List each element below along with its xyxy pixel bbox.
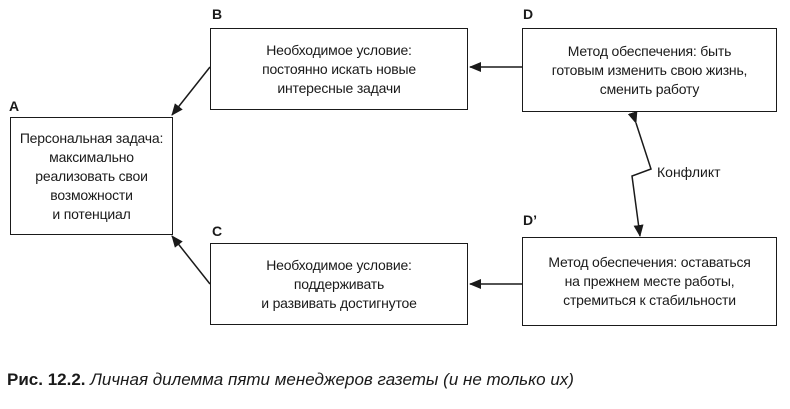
node-b-necessary-condition: Необходимое условие: постоянно искать но… <box>210 28 468 110</box>
node-c-text: Необходимое условие: поддерживать и разв… <box>261 256 417 311</box>
node-d-text: Метод обеспечения: быть готовым изменить… <box>551 42 748 97</box>
edge-b-to-a <box>171 66 211 116</box>
node-letter-b: B <box>212 6 223 22</box>
node-c-necessary-condition: Необходимое условие: поддерживать и разв… <box>210 243 468 325</box>
conflict-label: Конфликт <box>657 164 721 180</box>
node-a-text: Персональная задача: максимально реализо… <box>19 129 164 222</box>
node-letter-a: A <box>9 98 20 114</box>
edge-c-to-a <box>171 235 211 285</box>
figure-caption: Рис. 12.2. Личная дилемма пяти менеджеро… <box>7 370 574 390</box>
node-a-personal-goal: Персональная задача: максимально реализо… <box>10 117 173 235</box>
conflict-arrow <box>627 110 652 237</box>
figure-caption-text: Личная дилемма пяти менеджеров газеты (и… <box>90 370 574 389</box>
node-letter-c: C <box>212 223 223 239</box>
node-d-prime-method: Метод обеспечения: оставаться на прежнем… <box>522 237 777 326</box>
node-d-prime-text: Метод обеспечения: оставаться на прежнем… <box>548 254 751 308</box>
node-letter-d-prime: D’ <box>523 212 537 228</box>
node-letter-d: D <box>523 6 534 22</box>
node-b-text: Необходимое условие: постоянно искать но… <box>262 41 416 96</box>
figure-number: Рис. 12.2. <box>7 370 86 389</box>
node-d-method: Метод обеспечения: быть готовым изменить… <box>522 28 777 112</box>
